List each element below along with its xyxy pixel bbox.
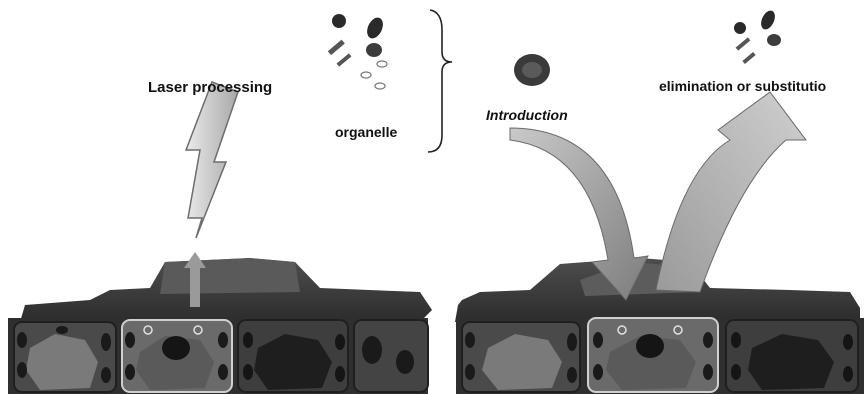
- eliminated-organelles: [734, 8, 781, 64]
- organelles-cluster: [328, 14, 387, 89]
- left-tissue: [8, 258, 432, 394]
- curly-brace: [428, 10, 452, 152]
- elimination-arrow: [656, 92, 806, 292]
- left-cell-2-target: [122, 320, 232, 392]
- elimination-label: elimination or substitutio: [659, 78, 826, 94]
- right-cell-1: [462, 322, 580, 392]
- introduced-organelle: [514, 54, 550, 86]
- laser-processing-label: Laser processing: [148, 79, 272, 96]
- left-cell-1: [14, 322, 116, 392]
- right-cell-3: [726, 320, 858, 392]
- right-cell-2-target: [588, 318, 718, 392]
- organelle-label: organelle: [335, 124, 397, 140]
- left-cell-3: [238, 320, 348, 392]
- introduction-label: Introduction: [486, 107, 568, 123]
